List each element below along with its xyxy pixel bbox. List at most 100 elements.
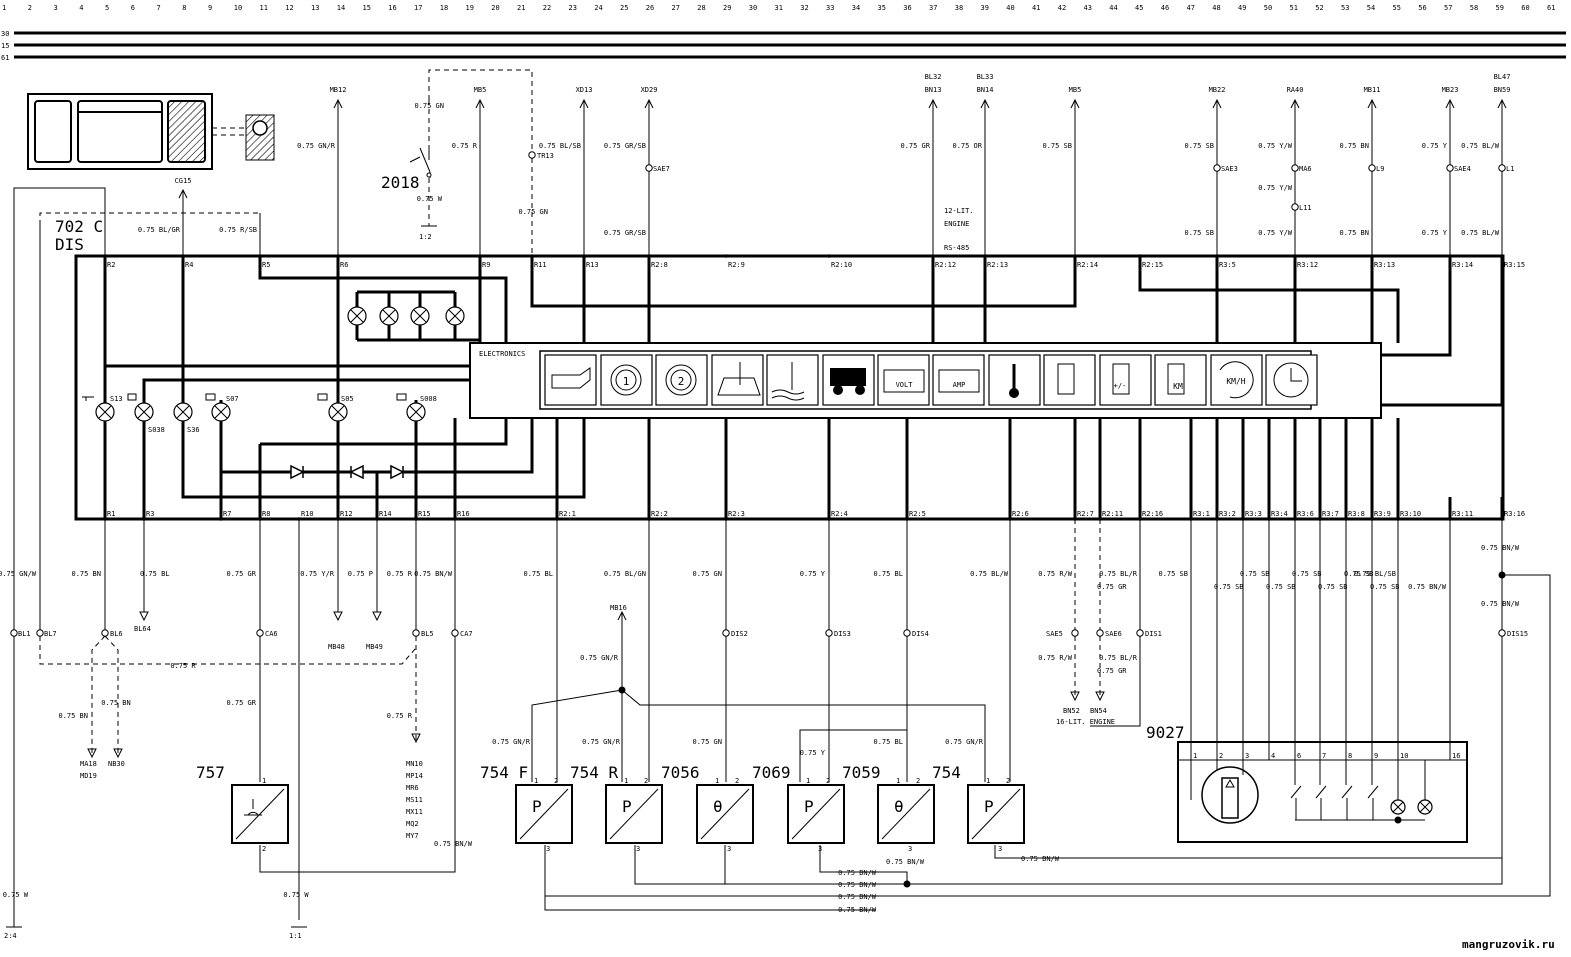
lamp-label: S36 bbox=[187, 426, 200, 434]
brake-circle bbox=[665, 364, 697, 396]
beam-icon bbox=[127, 393, 137, 401]
sensor-diagonal bbox=[971, 788, 1021, 840]
internal-wire bbox=[258, 256, 508, 343]
splice-connector bbox=[1213, 164, 1221, 172]
arrow-down-icon bbox=[1095, 691, 1105, 702]
pin-dot bbox=[827, 254, 831, 258]
lamp-label: S038 bbox=[148, 426, 165, 434]
pin-label: R2:10 bbox=[831, 261, 852, 269]
pin-label: R6 bbox=[340, 261, 348, 269]
wire-label: 0.75 BN bbox=[101, 699, 131, 707]
pin-dot bbox=[375, 517, 379, 521]
wire-label: 0.75 SB bbox=[1292, 570, 1322, 578]
pin-dot bbox=[336, 517, 340, 521]
switch-pin-label: 4 bbox=[1271, 752, 1275, 760]
oil-level-shape bbox=[717, 362, 761, 396]
wire-label: 0.75 GR/SB bbox=[604, 142, 646, 150]
splice-label: CA7 bbox=[460, 630, 473, 638]
dest-label: BL47 bbox=[1494, 73, 1511, 81]
dest-label: CG15 bbox=[175, 177, 192, 185]
wire-label: 0.75 BL/R bbox=[1099, 570, 1138, 578]
switch-contact-icon bbox=[1290, 760, 1302, 820]
dest-label: MB5 bbox=[1069, 86, 1082, 94]
pin-dot bbox=[1073, 517, 1077, 521]
dest-label: MB5 bbox=[474, 86, 487, 94]
junction-dot bbox=[1394, 816, 1402, 824]
ground-label: 1:2 bbox=[419, 233, 432, 241]
switch-label: 2018 bbox=[381, 173, 420, 192]
fuel-pump-icon bbox=[1043, 354, 1096, 406]
wire-label: 0.75 Y/W bbox=[1258, 184, 1293, 192]
oil-can-shape bbox=[551, 367, 591, 389]
watermark: mangruzovik.ru bbox=[1462, 938, 1555, 951]
module-sub: DIS bbox=[55, 235, 84, 254]
lamp-label: S13 bbox=[110, 395, 123, 403]
dest-label: MN10 bbox=[406, 760, 423, 768]
wire-label: 0.75 BN/W bbox=[1481, 544, 1520, 552]
pin-dot bbox=[983, 254, 987, 258]
grid-number: 31 bbox=[775, 4, 783, 12]
wire-label: 0.75 SB bbox=[1214, 583, 1244, 591]
grid-number: 16 bbox=[388, 4, 396, 12]
brake-inner bbox=[670, 369, 692, 391]
km-text: KM bbox=[1173, 382, 1183, 391]
component-label: 757 bbox=[196, 763, 225, 782]
grid-number: 7 bbox=[157, 4, 161, 12]
splice-label: L11 bbox=[1299, 204, 1312, 212]
internal-wire bbox=[221, 418, 534, 474]
wires bbox=[6, 69, 1551, 928]
ground-label: 2:4 bbox=[4, 932, 17, 940]
wire-label: 0.75 GR/SB bbox=[604, 229, 646, 237]
tractor-wheel bbox=[855, 385, 865, 395]
pin-dot bbox=[1448, 517, 1452, 521]
pin-label: R2:8 bbox=[651, 261, 668, 269]
internal-wire bbox=[1138, 256, 1400, 343]
grid-number: 11 bbox=[260, 4, 268, 12]
rs485-label: RS-485 bbox=[944, 244, 969, 252]
grid-number: 13 bbox=[311, 4, 319, 12]
wire-label: 0.75 Y bbox=[800, 570, 826, 578]
grid-number: 51 bbox=[1290, 4, 1298, 12]
dest-label: MQ2 bbox=[406, 820, 419, 828]
pin-label: R14 bbox=[379, 510, 392, 518]
lamp-cross bbox=[409, 405, 423, 419]
splice-connector bbox=[722, 629, 730, 637]
pin-label: R2:2 bbox=[651, 510, 668, 518]
wire-label: 0.75 GR bbox=[226, 570, 256, 578]
grid-number: 17 bbox=[414, 4, 422, 12]
pin-dot bbox=[1396, 517, 1400, 521]
switch-pin-label: 2 bbox=[1219, 752, 1223, 760]
wire-label: 0.75 GN/R bbox=[297, 142, 336, 150]
splice-connector bbox=[825, 629, 833, 637]
dest-label: MX11 bbox=[406, 808, 423, 816]
sensor-symbol: θ bbox=[894, 797, 904, 816]
wire-label: 0.75 BL bbox=[873, 738, 903, 746]
pin-num: 2 bbox=[1006, 777, 1010, 785]
wire-label: 0.75 Y bbox=[1422, 142, 1448, 150]
wire-segment bbox=[259, 519, 456, 873]
pin-label: R11 bbox=[534, 261, 547, 269]
grid-number: 26 bbox=[646, 4, 654, 12]
oil-level-icon bbox=[711, 354, 764, 406]
pin-dot bbox=[1215, 254, 1219, 258]
wire-segment bbox=[621, 689, 986, 782]
pin-num: 3 bbox=[818, 845, 822, 853]
sensor-symbol: θ bbox=[713, 797, 723, 816]
pin-label: R8 bbox=[262, 510, 270, 518]
wire-label: 0.75 R/W bbox=[1038, 654, 1073, 662]
pin-label: R3:7 bbox=[1322, 510, 1339, 518]
wire-label: 0.75 BN/W bbox=[414, 570, 453, 578]
wire-label: 0.75 GN/R bbox=[582, 738, 621, 746]
grid-number: 57 bbox=[1444, 4, 1452, 12]
wire-label: 0.75 BL/SB bbox=[1354, 570, 1396, 578]
pin-dot bbox=[1293, 517, 1297, 521]
grid-number: 4 bbox=[79, 4, 83, 12]
pin-dot bbox=[336, 254, 340, 258]
pin-label: R3:6 bbox=[1297, 510, 1314, 518]
grid-number: 5 bbox=[105, 4, 109, 12]
dest-label: MB16 bbox=[610, 604, 627, 612]
pin-label: R3:4 bbox=[1271, 510, 1288, 518]
pin-label: R4 bbox=[185, 261, 193, 269]
pin-dot bbox=[1370, 254, 1374, 258]
diode-icon bbox=[349, 464, 364, 480]
